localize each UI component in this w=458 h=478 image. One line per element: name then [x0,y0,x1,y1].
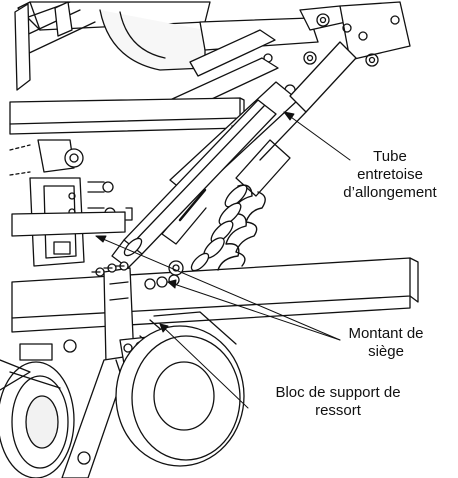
callout-line: Montant de [348,325,424,342]
callout-line: ressort [315,402,361,419]
leader-montant [167,281,341,341]
callout-seat-upright: Montant de siège [326,325,446,361]
upper-cross-beam [9,97,245,135]
callout-line: Bloc de support de [275,384,401,401]
callout-line: siège [368,343,404,360]
main-cross-beam [11,257,419,333]
right-wheel [115,311,245,467]
callout-line: d’allongement [343,184,437,201]
middle-cross-beam [11,211,126,237]
callout-spring-support-block: Bloc de support de ressort [250,384,426,420]
extension-spacer-tube [111,99,277,269]
upper-frame [14,1,411,113]
callout-line: Tube [373,148,407,165]
leader-tube [283,111,351,161]
leader-montant-2 [95,235,341,341]
callout-extension-spacer-tube: Tube entretoise d’allongement [322,148,458,202]
seat-upright [61,261,180,478]
left-upright-bracket [9,139,133,267]
leader-bloc [159,323,249,409]
leader-lines [95,111,351,409]
callout-line: entretoise [357,166,423,183]
left-wheel [0,343,75,478]
